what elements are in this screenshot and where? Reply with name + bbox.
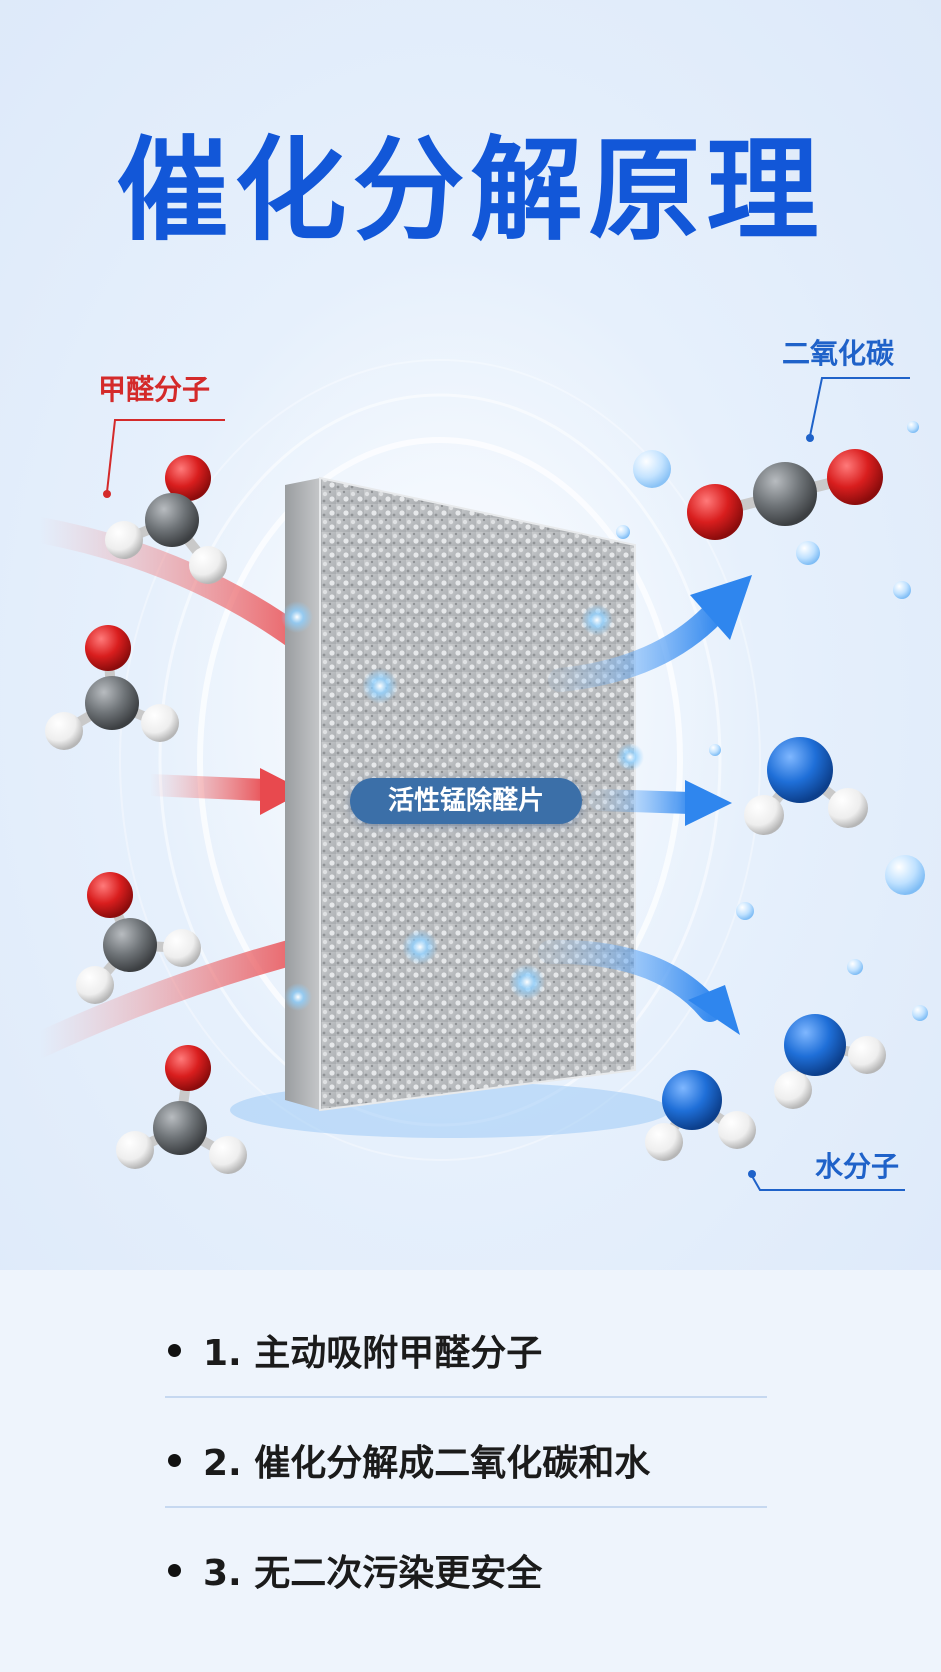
label-leaders xyxy=(103,377,910,1191)
outgoing-arrows xyxy=(538,575,752,1035)
bullet-icon xyxy=(168,1453,181,1467)
step-text: 3. 无二次污染更安全 xyxy=(203,1553,543,1594)
reaction-scene xyxy=(27,377,928,1191)
bullet-icon xyxy=(168,1563,181,1577)
water-molecule xyxy=(744,737,868,835)
bullet-icon xyxy=(168,1343,181,1357)
step-text: 2. 催化分解成二氧化碳和水 xyxy=(203,1443,651,1484)
page-title: 催化分解原理 xyxy=(116,126,825,256)
water-molecule xyxy=(645,1070,756,1161)
label-co2: 二氧化碳 xyxy=(782,337,895,370)
sparkles xyxy=(281,601,644,1011)
formaldehyde-molecule xyxy=(105,455,227,584)
water-bubbles xyxy=(616,421,928,1021)
formaldehyde-molecule xyxy=(45,625,179,750)
label-formaldehyde: 甲醛分子 xyxy=(98,373,211,406)
hero-illustration: 催化分解原理 xyxy=(0,0,941,1270)
label-water: 水分子 xyxy=(815,1150,900,1183)
step-item: 2. 催化分解成二氧化碳和水 xyxy=(168,1434,650,1486)
step-text: 1. 主动吸附甲醛分子 xyxy=(203,1333,543,1374)
divider xyxy=(165,1396,767,1398)
step-item: 3. 无二次污染更安全 xyxy=(168,1544,542,1596)
co2-molecule xyxy=(687,449,883,540)
water-molecule xyxy=(774,1014,886,1109)
formaldehyde-molecule xyxy=(116,1045,247,1174)
step-item: 1. 主动吸附甲醛分子 xyxy=(168,1324,542,1376)
formaldehyde-molecule xyxy=(76,872,201,1004)
filter-label: 活性锰除醛片 xyxy=(350,778,582,824)
steps-list: 1. 主动吸附甲醛分子 2. 催化分解成二氧化碳和水 3. 无二次污染更安全 xyxy=(0,1270,941,1672)
divider xyxy=(165,1506,767,1508)
